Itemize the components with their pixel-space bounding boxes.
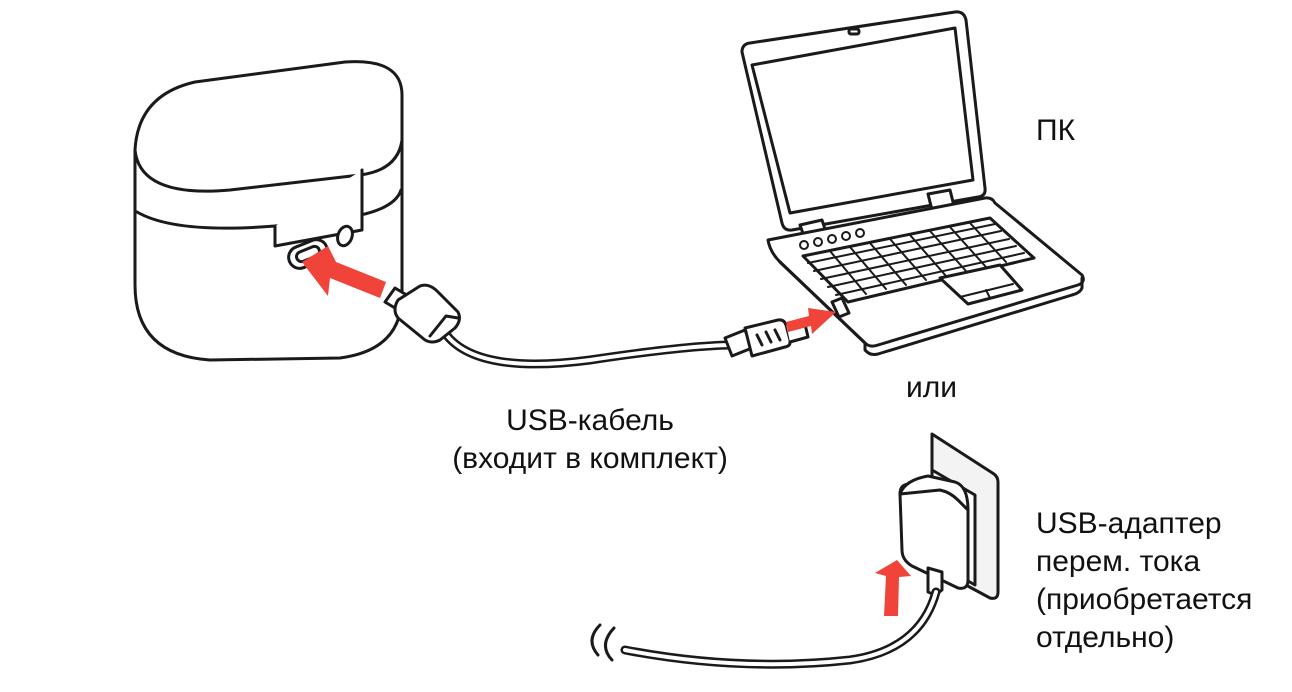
case-lid	[133, 60, 404, 193]
laptop-webcam	[847, 27, 861, 36]
cable-wire-core	[443, 331, 737, 366]
usb-cable	[383, 283, 810, 369]
arrow-into-laptop	[786, 308, 836, 334]
usb-c-plug	[383, 283, 461, 344]
label-usb-adapter-line2: перем. тока	[1036, 545, 1201, 578]
label-usb-adapter-line1: USB-адаптер	[1036, 507, 1222, 540]
label-usb-cable-line2: (входит в комплект)	[452, 442, 728, 475]
laptop-usb-port	[830, 296, 851, 319]
laptop-function-keys	[799, 228, 865, 250]
label-usb-adapter-line3: (приобретается	[1036, 583, 1253, 616]
case-indicator	[336, 224, 354, 248]
laptop-touchpad	[938, 263, 1024, 306]
label-usb-cable-line1: USB-кабель	[506, 404, 674, 437]
case-port-recess	[273, 168, 364, 248]
laptop-keyboard-keys	[807, 222, 1025, 296]
adapter-cable-core	[623, 590, 938, 667]
arrow-into-adapter	[875, 560, 911, 616]
label-usb-adapter: USB-адаптер перем. тока (приобретается о…	[1036, 505, 1252, 657]
laptop-touchpad-split	[959, 283, 1014, 299]
arrow-into-case	[302, 246, 386, 298]
laptop	[740, 10, 1085, 356]
laptop-base-edge	[778, 260, 1084, 356]
label-pc: ПК	[1036, 114, 1076, 147]
label-or: или	[906, 371, 958, 404]
cable-break-mark	[590, 623, 616, 662]
label-usb-adapter-line4: отдельно)	[1036, 621, 1175, 654]
charging-case	[133, 60, 404, 362]
insertion-arrows	[302, 246, 911, 616]
laptop-screen	[750, 26, 975, 215]
case-seam	[135, 188, 403, 230]
wall-adapter-assembly	[590, 432, 1000, 669]
adapter-top	[898, 474, 970, 512]
label-usb-cable: USB-кабель (входит в комплект)	[410, 402, 770, 478]
